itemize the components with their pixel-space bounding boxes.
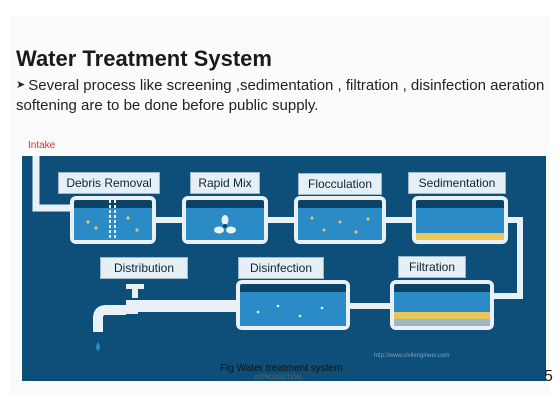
disinfection-tank xyxy=(236,280,350,330)
mixer-propeller-icon xyxy=(214,215,236,234)
intake-label: Intake xyxy=(28,140,56,151)
watermark-text: http://www.civilengineer.com xyxy=(374,353,449,359)
slide-title: Water Treatment System xyxy=(16,46,272,71)
debris-removal-tank xyxy=(70,196,156,244)
bullet-text: Several process like screening ,sediment… xyxy=(16,77,545,114)
faucet-icon xyxy=(93,284,144,351)
water-treatment-diagram: http://www.civilengineer.com Debris Remo… xyxy=(22,138,546,381)
stage-label-distribution: Distribution xyxy=(100,257,188,279)
intake-pipe xyxy=(32,138,72,212)
distribution-pipe xyxy=(126,300,238,314)
page-number: 5 xyxy=(544,368,553,385)
bullet-point: ➤Several process like screening ,sedimen… xyxy=(16,75,546,116)
stage-label-flocculation: Flocculation xyxy=(298,173,382,195)
bullet-arrow-icon: ➤ xyxy=(16,79,26,91)
process-flow-graphic: http://www.civilengineer.com xyxy=(32,138,523,359)
stage-label-disinfection: Disinfection xyxy=(238,257,324,279)
flocculation-tank xyxy=(294,196,386,244)
stage-label-rapid-mix: Rapid Mix xyxy=(190,172,260,194)
sedimentation-tank xyxy=(412,196,508,244)
stage-label-debris-removal: Debris Removal xyxy=(58,172,160,194)
figure-subcaption: INTRODUCTION xyxy=(255,375,301,381)
filtration-tank xyxy=(390,280,494,330)
pipe-4-5 xyxy=(492,217,523,299)
stage-label-sedimentation: Sedimentation xyxy=(408,172,506,194)
figure-caption: Fig Water treatment system xyxy=(220,363,343,374)
rapid-mix-tank xyxy=(182,196,268,244)
stage-label-filtration: Filtration xyxy=(398,256,466,278)
